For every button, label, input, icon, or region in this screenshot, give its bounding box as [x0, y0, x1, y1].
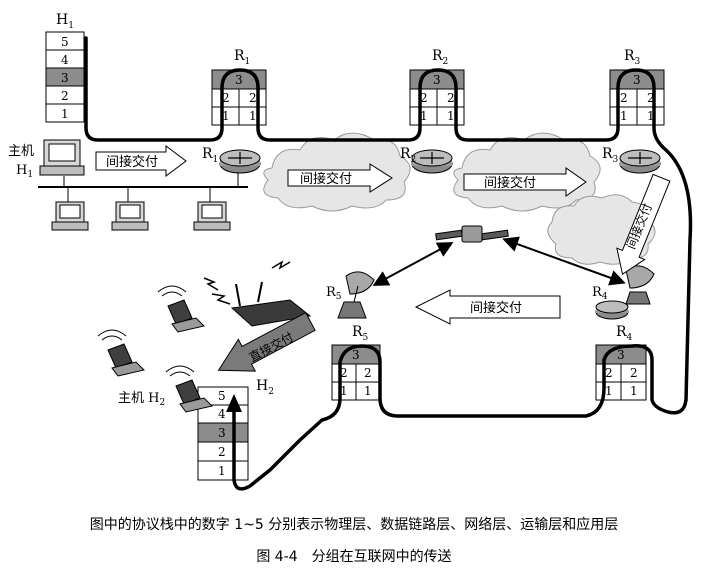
- r2-layer-1b: 1: [447, 109, 455, 123]
- router-r5-stack: 3 2 2 1 1: [331, 344, 381, 401]
- indirect-delivery-arrow-4: [616, 173, 671, 276]
- r1-layer-3: 3: [235, 73, 243, 87]
- router-r2-label: R2: [400, 146, 416, 165]
- lan-bus: [38, 170, 248, 202]
- wireless-access-point-icon: [203, 260, 312, 327]
- lan-computer-1: [51, 201, 89, 231]
- indirect-delivery-label-5: 间接交付: [470, 300, 522, 316]
- indirect-delivery-arrow-1: 间接交付: [95, 145, 187, 177]
- r2-layer-2a: 2: [420, 91, 428, 105]
- r1-layer-2b: 2: [249, 91, 257, 105]
- r3-layer-2a: 2: [620, 91, 628, 105]
- satellite-dish-r4-icon: [625, 265, 655, 305]
- host-h1-computer: [39, 139, 85, 176]
- h1-layer-1: 1: [61, 107, 69, 121]
- network-cloud-2: [453, 132, 601, 212]
- r2-layer-2b: 2: [447, 91, 455, 105]
- host-h1-stack: 5 4 3 2 1: [45, 31, 85, 123]
- h2-layer-5: 5: [218, 389, 226, 403]
- indirect-delivery-arrow-5: 间接交付: [414, 289, 561, 325]
- r4-layer-1a: 1: [605, 384, 613, 398]
- h1-layer-4: 4: [61, 53, 69, 67]
- r4-layer-2a: 2: [605, 366, 613, 380]
- lan-computer-2: [111, 201, 149, 231]
- indirect-delivery-label-1: 间接交付: [106, 154, 158, 170]
- satellite-link-r5: [372, 242, 454, 286]
- router-r4-stack-label: R4: [616, 324, 633, 343]
- r2-layer-1a: 1: [420, 109, 428, 123]
- host-h2-stack-label: H2: [256, 378, 274, 397]
- satellite-dish-r5-icon: [337, 271, 375, 319]
- h1-layer-2: 2: [61, 89, 69, 103]
- host-h2-side-label: 主机 H2: [118, 391, 165, 408]
- r5-layer-1b: 1: [364, 384, 372, 398]
- router-r1-icon: [219, 149, 261, 174]
- h2-layer-4: 4: [218, 407, 226, 421]
- r4-layer-3: 3: [617, 348, 625, 362]
- router-r3-stack-label: R3: [624, 48, 641, 67]
- indirect-delivery-label-2: 间接交付: [300, 171, 352, 187]
- indirect-delivery-arrow-2: 间接交付: [287, 163, 393, 193]
- host-h1-side-label: 主机: [8, 144, 34, 159]
- router-r5-label: R5: [326, 285, 342, 302]
- lan-computer-3: [193, 201, 231, 231]
- packet-path-arrowhead: [226, 394, 242, 412]
- router-r5-stack-label: R5: [352, 324, 369, 343]
- h2-layer-1: 1: [218, 464, 226, 478]
- r3-layer-1b: 1: [647, 109, 655, 123]
- wireless-laptop-1-icon: [157, 285, 205, 333]
- h2-layer-3: 3: [218, 426, 226, 440]
- host-h1-stack-label: H1: [56, 12, 74, 31]
- figure-note: 图中的协议栈中的数字 1~5 分别表示物理层、数据链路层、网络层、运输层和应用层: [89, 517, 619, 533]
- r1-layer-2a: 2: [222, 91, 230, 105]
- wireless-laptop-2-icon: [97, 329, 145, 377]
- router-r1-label: R1: [202, 146, 218, 165]
- r3-layer-3: 3: [633, 73, 641, 87]
- r5-layer-1a: 1: [340, 384, 348, 398]
- r5-layer-2b: 2: [364, 366, 372, 380]
- router-r3-label: R3: [602, 146, 619, 165]
- indirect-delivery-label-3: 间接交付: [484, 175, 536, 191]
- direct-delivery-arrow: [217, 311, 316, 372]
- router-r2-icon: [411, 149, 453, 174]
- satellite-icon: [435, 225, 509, 243]
- packet-path: [84, 36, 693, 491]
- router-r1-stack-label: R1: [234, 48, 250, 67]
- router-r4-icon: [595, 300, 629, 320]
- r4-layer-1b: 1: [630, 384, 638, 398]
- r5-layer-3: 3: [352, 348, 360, 362]
- indirect-delivery-arrow-3: 间接交付: [463, 167, 587, 197]
- h1-layer-5: 5: [61, 35, 69, 49]
- router-r3-icon: [619, 149, 661, 174]
- satellite-link-r4: [502, 236, 626, 286]
- router-r2-stack-label: R2: [432, 48, 448, 67]
- h1-layer-3: 3: [61, 71, 69, 85]
- h2-layer-2: 2: [218, 445, 226, 459]
- wireless-laptop-h2-icon: [165, 365, 213, 413]
- r1-layer-1a: 1: [222, 109, 230, 123]
- r3-layer-1a: 1: [620, 109, 628, 123]
- r3-layer-2b: 2: [647, 91, 655, 105]
- r1-layer-1b: 1: [249, 109, 257, 123]
- figure-caption: 图 4-4 分组在互联网中的传送: [256, 549, 452, 565]
- r4-layer-2b: 2: [630, 366, 638, 380]
- router-r4-label: R4: [592, 285, 608, 302]
- r5-layer-2a: 2: [340, 366, 348, 380]
- r2-layer-3: 3: [433, 73, 441, 87]
- host-h1-side-name: H1: [16, 163, 33, 180]
